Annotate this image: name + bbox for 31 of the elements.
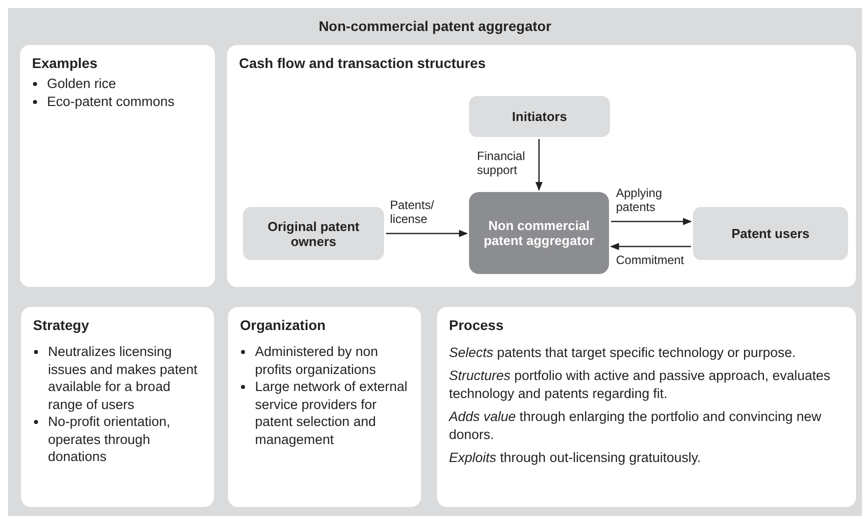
process-box: Initiators	[469, 96, 610, 137]
bullet-text: No-profit orientation, operates through donations	[48, 414, 170, 464]
arrow	[610, 242, 691, 250]
bullet-text: Neutralizes licensing issues and makes patent available for a broad range of users	[48, 344, 198, 412]
panel-heading: Process	[449, 317, 504, 333]
process-box: Patent users	[693, 207, 848, 260]
arrow	[535, 139, 543, 191]
bullet-text: Administered by non profits organizations	[255, 344, 378, 376]
bullet-text: Large network of external service providers for patent selection and management	[255, 379, 408, 446]
panel-heading: Non-commercial patent aggregator	[318, 18, 552, 34]
process-box: Original patent owners	[243, 207, 384, 260]
panel-heading: Strategy	[33, 317, 90, 333]
process-step-text: Structures portfolio with active and passive approach, evaluates technology and patents regarding fit.	[449, 367, 832, 403]
process-step-text: Selects patents that target specific technology or purpose.	[449, 344, 797, 362]
panel-heading: Examples	[32, 55, 98, 71]
content-panel	[21, 307, 214, 507]
panel-heading: Organization	[240, 317, 326, 333]
content-panel	[437, 307, 856, 507]
edge-label: Commitment	[616, 253, 684, 267]
bullet-text: Golden rice	[47, 76, 116, 91]
outer-panel	[8, 8, 862, 516]
content-panel	[228, 307, 421, 507]
bullet-text: Eco-patent commons	[47, 94, 175, 108]
panel-heading: Cash flow and transaction structures	[239, 55, 486, 71]
central-box: Non commercial patent aggregator	[469, 192, 609, 274]
process-step-text: Adds value through enlarging the portfolio and convincing new donors.	[449, 408, 822, 444]
arrow	[611, 218, 692, 226]
process-step-text: Exploits through out-licensing gratuitously.	[449, 449, 702, 467]
arrow	[386, 230, 468, 238]
content-panel	[20, 45, 215, 287]
content-panel	[227, 45, 856, 287]
